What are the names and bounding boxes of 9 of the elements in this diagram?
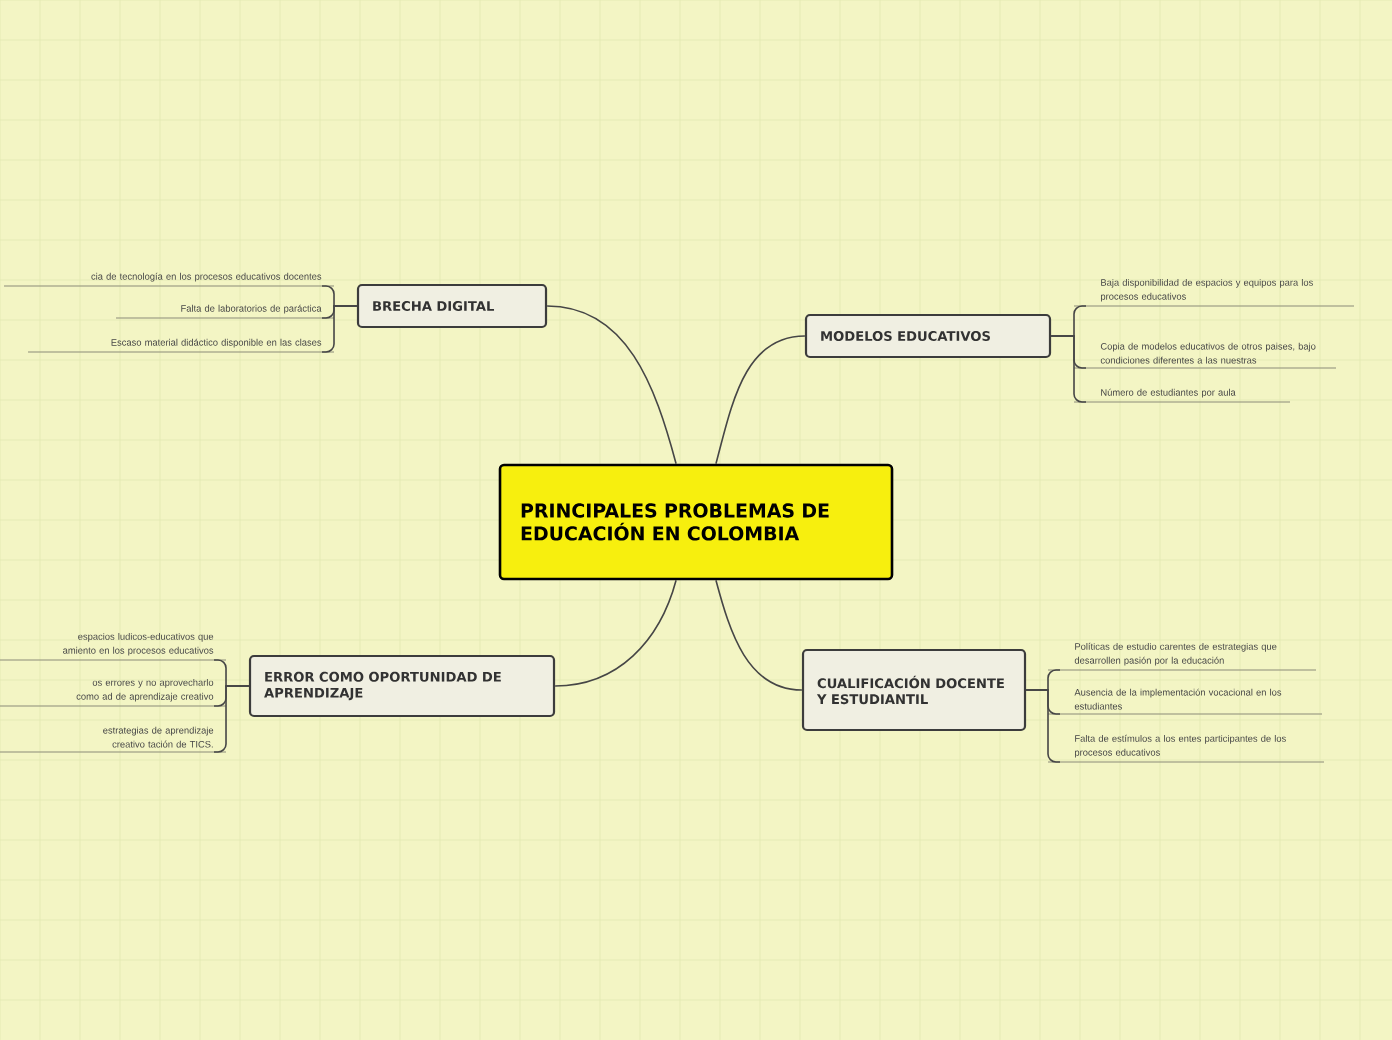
connector-line — [1050, 335, 1087, 403]
connector-line — [1025, 689, 1061, 763]
connector-line — [715, 335, 806, 465]
connector-line — [554, 579, 677, 687]
connector-line — [321, 305, 358, 353]
connector-line — [546, 305, 677, 465]
connector-line — [715, 579, 803, 691]
connector-line — [213, 685, 250, 753]
central-topic-box: PRINCIPALES PROBLEMAS DE EDUCACIÓN EN COLOMBIA — [498, 463, 894, 581]
